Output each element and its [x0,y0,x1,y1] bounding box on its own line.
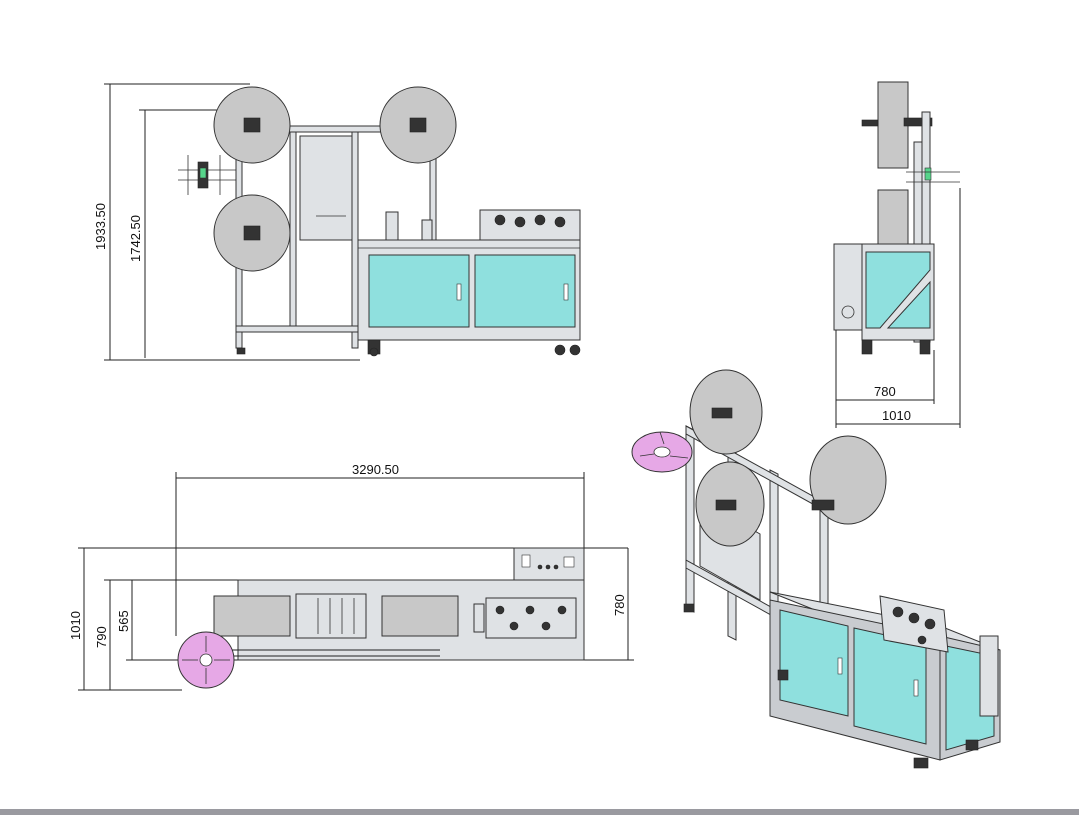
front-view: 1933.50 1742.50 [93,83,581,361]
top-reel-right [381,595,459,637]
dim-top-width-inner: 565 [116,610,131,632]
dim-side-width-inner: 780 [874,384,896,399]
isometric-view [631,369,1001,769]
side-view: 780 1010 [833,81,961,428]
dim-side-width-outer: 1010 [882,408,911,423]
iso-reel-top-right [809,435,887,525]
side-reel-top [877,81,909,169]
top-view: 3290.50 1010 790 565 780 [68,462,634,691]
dim-front-height-frame: 1742.50 [128,215,143,262]
front-cabinet-door-right [474,254,576,328]
dim-top-width-outer: 1010 [68,611,83,640]
dim-top-length: 3290.50 [352,462,399,477]
dim-top-width-mid: 790 [94,626,109,648]
bottom-border [0,809,1079,815]
dim-top-width-right: 780 [612,594,627,616]
top-reel-left [213,595,291,637]
dim-front-height-total: 1933.50 [93,203,108,250]
front-cabinet-door-left [368,254,470,328]
